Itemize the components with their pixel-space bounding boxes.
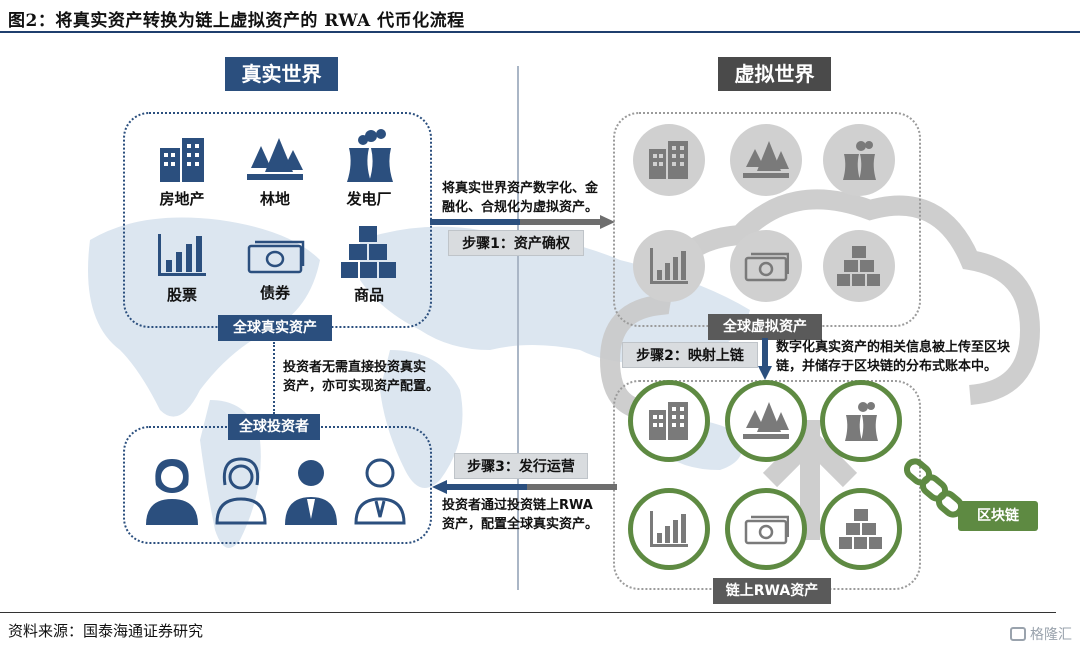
asset-label-bonds: 债券 [259, 284, 290, 302]
blockchain-pill: 区块链 [958, 501, 1038, 531]
step3-note-line2: 资产，配置全球真实资产。 [442, 517, 599, 532]
virtual-world-header: 虚拟世界 [718, 57, 831, 91]
chain-link-icon [903, 458, 965, 518]
boxes-icon [839, 509, 882, 549]
global-real-assets-pill: 全球真实资产 [218, 315, 332, 341]
step1-arrow [430, 215, 615, 229]
rwa-building [628, 380, 710, 462]
title-rule [0, 31, 1080, 33]
watermark: 格隆汇 [1010, 624, 1072, 644]
watermark-text: 格隆汇 [1030, 627, 1072, 643]
cloud-background [599, 189, 1041, 540]
forest-icon [247, 138, 303, 180]
asset-label-commodities: 商品 [353, 286, 384, 304]
rwa-assets-pill: 链上RWA资产 [713, 578, 831, 604]
asset-label-forest: 林地 [259, 190, 290, 208]
figure-title: 图2：将真实资产转换为链上虚拟资产的 RWA 代币化流程 [8, 11, 465, 31]
investor-female-icon [146, 459, 198, 525]
rwa-commodities [820, 488, 902, 570]
rwa-forest [725, 380, 807, 462]
forest-icon [743, 141, 789, 178]
asset-real-estate: 房地产 [145, 138, 219, 209]
power-plant-icon [845, 402, 878, 441]
step2-note-line2: 链，并储存于区块链的分布式账本中。 [776, 359, 998, 374]
investor-note-line2: 资产，亦可实现资产配置。 [283, 379, 440, 394]
stock-chart-icon [650, 511, 688, 547]
building-icon [160, 138, 204, 182]
virtual-building [633, 124, 705, 196]
rwa-stocks [628, 488, 710, 570]
boxes-icon [341, 226, 396, 278]
footer-rule [0, 612, 1056, 613]
rwa-bonds [725, 488, 807, 570]
power-plant-icon [843, 141, 876, 180]
real-world-header: 真实世界 [225, 57, 338, 91]
world-map-background [88, 217, 750, 548]
power-plant-icon [347, 129, 393, 182]
building-icon [649, 141, 688, 179]
step2-note-line1: 数字化真实资产的相关信息被上传至区块 [776, 340, 1011, 355]
banknote-icon [744, 515, 789, 545]
watermark-logo-icon [1010, 627, 1026, 641]
step3-note: 投资者通过投资链上RWA 资产，配置全球真实资产。 [442, 496, 598, 534]
asset-label-power-plant: 发电厂 [346, 190, 392, 208]
world-divider [517, 66, 519, 590]
investor-connector [273, 342, 275, 414]
virtual-power-plant [823, 124, 895, 196]
investor-female-outline-icon [215, 457, 267, 525]
asset-power-plant: 发电厂 [332, 128, 406, 209]
stock-chart-icon [158, 234, 206, 276]
investor-male-icon [285, 460, 337, 525]
asset-stocks: 股票 [145, 232, 219, 305]
forest-icon [743, 402, 789, 439]
investor-note: 投资者无需直接投资真实 资产，亦可实现资产配置。 [283, 358, 439, 396]
asset-label-stocks: 股票 [166, 286, 197, 304]
step2-arrow [758, 338, 772, 380]
investor-male-outline-icon [354, 458, 406, 525]
asset-forest: 林地 [238, 138, 312, 209]
global-virtual-assets-pill: 全球虚拟资产 [708, 314, 822, 340]
step3-note-line1: 投资者通过投资链上RWA [442, 498, 593, 513]
boxes-icon [837, 246, 880, 286]
virtual-forest [730, 124, 802, 196]
step1-note-line1: 将真实世界资产数字化、金 [442, 181, 599, 196]
global-investors-pill: 全球投资者 [228, 414, 320, 440]
investor-note-line1: 投资者无需直接投资真实 [283, 360, 427, 375]
rwa-power-plant [820, 380, 902, 462]
asset-bonds: 债券 [238, 236, 312, 303]
stock-chart-icon [650, 248, 688, 284]
step3-arrow [432, 480, 617, 494]
virtual-commodities [823, 230, 895, 302]
asset-label-real-estate: 房地产 [159, 190, 205, 208]
asset-commodities: 商品 [332, 226, 406, 305]
step2-label: 步骤2：映射上链 [622, 342, 758, 368]
step1-note: 将真实世界资产数字化、金 融化、合规化为虚拟资产。 [442, 179, 598, 217]
building-icon [649, 402, 688, 440]
virtual-bonds [730, 230, 802, 302]
step1-label: 步骤1：资产确权 [448, 230, 584, 256]
banknote-icon [744, 252, 789, 282]
banknote-icon [247, 240, 305, 274]
source-note: 资料来源：国泰海通证券研究 [8, 622, 204, 640]
step2-note: 数字化真实资产的相关信息被上传至区块 链，并储存于区块链的分布式账本中。 [776, 338, 1010, 376]
step3-label: 步骤3：发行运营 [454, 453, 588, 479]
step1-note-line2: 融化、合规化为虚拟资产。 [442, 200, 599, 215]
virtual-stocks [633, 230, 705, 302]
